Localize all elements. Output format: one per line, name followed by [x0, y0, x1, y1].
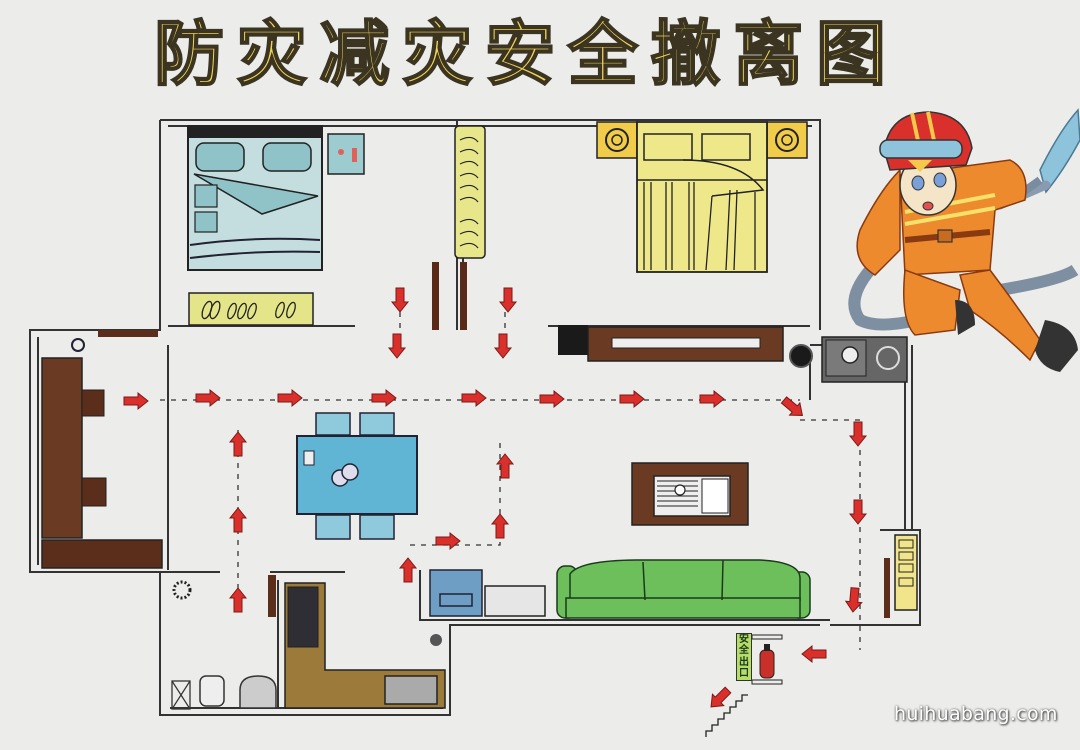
exit-sign-char: 安	[739, 633, 749, 645]
firefighter-illustration	[848, 108, 1080, 372]
coffee-table	[631, 462, 749, 526]
shoe-cabinet	[188, 292, 314, 326]
poster-title: 防 灾 减 灾 安 全 撤 离 图	[140, 6, 900, 102]
title-char: 防	[153, 12, 225, 95]
kitchen-counter	[268, 575, 446, 709]
title-char: 减	[319, 12, 391, 95]
stairs-icon	[705, 694, 748, 737]
exit-sign-char: 出	[739, 656, 749, 668]
title-char: 安	[484, 12, 556, 95]
title-char: 灾	[401, 12, 473, 95]
title-char: 撤	[650, 12, 722, 95]
dining-table	[296, 412, 418, 540]
study-desk	[41, 330, 163, 569]
tv-stand	[429, 569, 546, 617]
bathroom-fixtures	[171, 580, 277, 710]
master-bed	[596, 121, 808, 273]
title-char: 离	[732, 12, 804, 95]
entrance-cabinet	[884, 534, 918, 618]
sofa	[556, 559, 811, 619]
safety-exit-sign: 安 全 出 口	[736, 633, 752, 681]
title-char: 灾	[236, 12, 308, 95]
title-char: 图	[815, 12, 887, 95]
title-char: 全	[567, 12, 639, 95]
watermark: huihuabang.com	[894, 703, 1058, 725]
wardrobe	[432, 125, 486, 330]
bedroom-left-bed	[187, 125, 323, 271]
tv-cabinet	[558, 325, 813, 368]
fire-extinguisher-icon	[751, 634, 783, 685]
nightstand	[327, 133, 365, 175]
exit-sign-char: 全	[739, 645, 749, 657]
stove	[821, 336, 908, 383]
exit-sign-char: 口	[739, 668, 749, 680]
